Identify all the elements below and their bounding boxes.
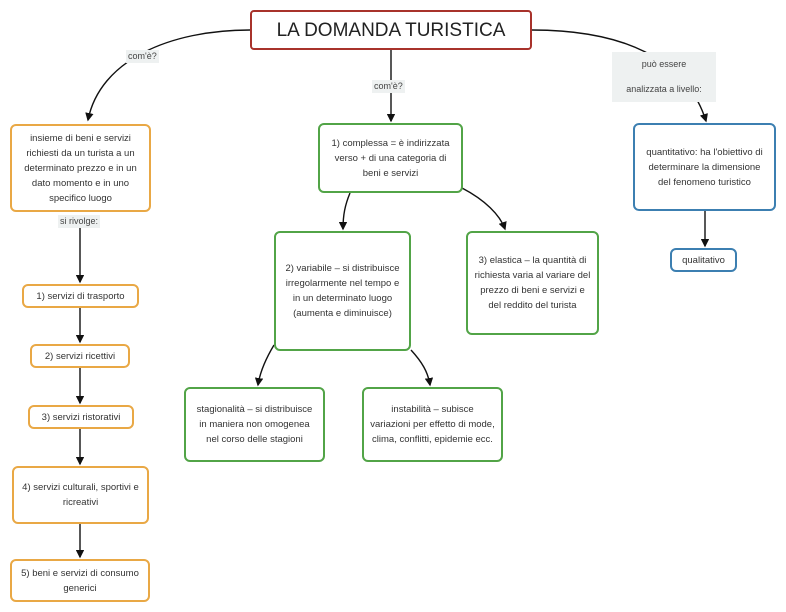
edge-label-left: com'è?: [126, 50, 159, 63]
stagionalita-node[interactable]: stagionalità – si distribuisce in manier…: [184, 387, 325, 462]
definition-node[interactable]: insieme di beni e servizi richiesti da u…: [10, 124, 151, 212]
edge-label-right: può essere analizzata a livello:: [612, 52, 716, 102]
edge-title-definition: [85, 29, 251, 122]
service-node-5[interactable]: 5) beni e servizi di consumo generici: [10, 559, 150, 602]
edge-label-center: com'è?: [372, 80, 405, 93]
title-node[interactable]: LA DOMANDA TURISTICA: [250, 10, 532, 50]
elastica-node[interactable]: 3) elastica – la quantità di richiesta v…: [466, 231, 599, 335]
qualitativo-node[interactable]: qualitativo: [670, 248, 737, 272]
service-node-4[interactable]: 4) servizi culturali, sportivi e ricreat…: [12, 466, 149, 524]
edge-label-left-chain: si rivolge:: [58, 215, 101, 228]
variabile-node[interactable]: 2) variabile – si distribuisce irregolar…: [274, 231, 411, 351]
edge-complessa-elastica: [461, 187, 507, 231]
edge-complessa-variabile: [338, 192, 351, 231]
edge-variabile-stagionalita: [254, 344, 275, 387]
quantitativo-node[interactable]: quantitativo: ha l'obiettivo di determin…: [633, 123, 776, 211]
edge-variabile-instabilita: [410, 349, 434, 387]
service-node-3[interactable]: 3) servizi ristorativi: [28, 405, 134, 429]
instabilita-node[interactable]: instabilità – subisce variazioni per eff…: [362, 387, 503, 462]
service-node-2[interactable]: 2) servizi ricettivi: [30, 344, 130, 368]
edge-label-right-line2: analizzata a livello:: [626, 84, 702, 94]
edge-label-right-line1: può essere: [641, 59, 687, 69]
complessa-node[interactable]: 1) complessa = è indirizzata verso + di …: [318, 123, 463, 193]
service-node-1[interactable]: 1) servizi di trasporto: [22, 284, 139, 308]
